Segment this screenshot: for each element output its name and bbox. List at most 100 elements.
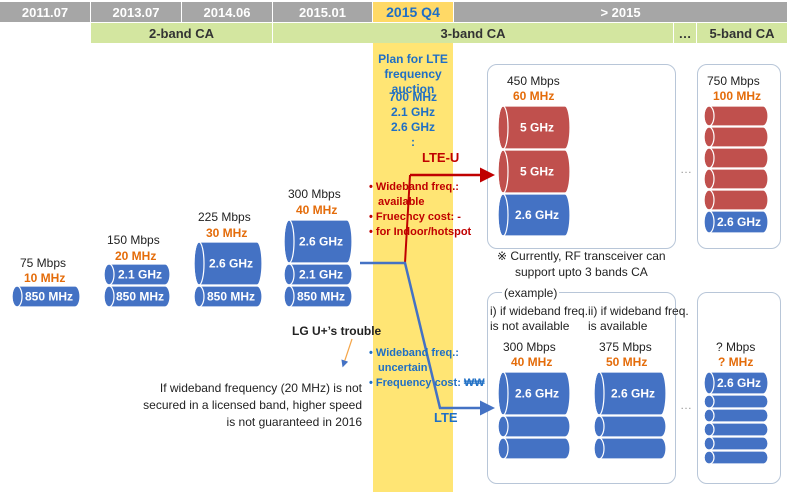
col2-mhz: 20 MHz: [115, 249, 157, 263]
case1-cyl-main: 2.6 GHz: [497, 371, 571, 416]
col4-cyl-mid-label: 2.1 GHz: [299, 268, 343, 282]
case1-speed: 300 Mbps: [503, 340, 556, 354]
upper-cyl-5ghz-2: 5 GHz: [497, 149, 571, 194]
year-2015-01: 2015.01: [273, 2, 372, 22]
col3-cyl-bottom-label: 850 MHz: [207, 290, 255, 304]
case2-speed: 375 Mbps: [599, 340, 652, 354]
upper5-mhz: 100 MHz: [713, 89, 762, 103]
example-case-1: i) if wideband freq. is not available: [490, 304, 588, 334]
plan-frequencies: 700 MHz 2.1 GHz 2.6 GHz :: [373, 90, 453, 150]
case1-cyl-3: [497, 437, 571, 460]
example-case-2: ii) if wideband freq. is available: [588, 304, 689, 334]
lower5-cyl-4: [703, 422, 769, 437]
col4-cyl-mid: 2.1 GHz: [283, 263, 353, 286]
col4-cyl-top: 2.6 GHz: [283, 219, 353, 264]
band-2ca: 2-band CA: [91, 23, 272, 43]
case1-line1: i) if wideband freq.: [490, 304, 589, 318]
lower5-mhz: ? MHz: [718, 355, 754, 369]
red-bullet-1: • Wideband freq.:: [369, 181, 459, 193]
upper5-cyl-3: [703, 147, 769, 169]
plan-title: Plan for LTE frequency auction: [373, 52, 453, 97]
rf-note-1: ※ Currently, RF transceiver can: [497, 249, 666, 263]
band-3ca: 3-band CA: [273, 23, 673, 43]
upper5-cyl-26: 2.6 GHz: [703, 210, 769, 234]
upper5-speed: 750 Mbps: [707, 74, 760, 88]
plan-f2: 2.1 GHz: [390, 105, 435, 119]
upper5-cyl-4: [703, 168, 769, 190]
upper-cyl-5ghz-1: 5 GHz: [497, 105, 571, 150]
lower5-cyl-26-label: 2.6 GHz: [717, 376, 761, 390]
case2-line1: ii) if wideband freq.: [588, 304, 689, 318]
upper-speed: 450 Mbps: [507, 74, 560, 88]
rf-note-2: support upto 3 bands CA: [515, 265, 648, 279]
col1-mhz: 10 MHz: [24, 271, 66, 285]
trouble-line-3: is not guaranteed in 2016: [226, 415, 362, 429]
col1-speed: 75 Mbps: [20, 256, 67, 270]
band-dots: …: [674, 23, 696, 43]
col3-mhz: 30 MHz: [206, 226, 248, 240]
case2-cyl-main-label: 2.6 GHz: [611, 387, 655, 401]
lower5-cyl-5: [703, 436, 769, 451]
plan-f4: :: [411, 135, 415, 149]
case2-mhz: 50 MHz: [606, 355, 648, 369]
rf-note: ※ Currently, RF transceiver can support …: [497, 248, 666, 280]
plan-title-2: frequency auction: [384, 67, 442, 96]
upper-ellipsis: …: [680, 162, 692, 176]
lte-arrow: [360, 261, 495, 416]
blue-bullet-2: • Frequency cost: ₩₩: [369, 377, 485, 389]
blue-bullet-1: • Wideband freq.:: [369, 347, 459, 359]
upper5-cyl-26-label: 2.6 GHz: [717, 215, 761, 229]
case2-line2: is available: [588, 319, 648, 333]
lower5-speed: ? Mbps: [716, 340, 756, 354]
upper5-cyl-5: [703, 189, 769, 211]
blue-bullet-1b: uncertain: [378, 362, 428, 374]
year-after-2015: > 2015: [454, 2, 787, 22]
trouble-line-2: secured in a licensed band, higher speed: [143, 398, 362, 412]
lte-label: LTE: [434, 410, 458, 425]
col2-cyl-bottom: 850 MHz: [103, 285, 171, 308]
lower5-cyl-26: 2.6 GHz: [703, 371, 769, 395]
year-2014: 2014.06: [182, 2, 272, 22]
col3-cyl-bottom: 850 MHz: [193, 285, 263, 308]
year-2013: 2013.07: [91, 2, 181, 22]
red-bullet-1b: available: [378, 196, 425, 208]
upper-cyl-26-label: 2.6 GHz: [515, 208, 559, 222]
red-bullet-3: • for Indoor/hotspot: [369, 226, 472, 238]
col4-cyl-bottom-label: 850 MHz: [297, 290, 345, 304]
col4-mhz: 40 MHz: [296, 203, 338, 217]
plan-f3: 2.6 GHz: [390, 120, 435, 134]
lower5-cyl-3: [703, 408, 769, 423]
col2-cyl-top-label: 2.1 GHz: [118, 268, 162, 282]
case2-cyl-2: [593, 415, 667, 438]
col1-cyl: 850 MHz: [11, 285, 81, 308]
trouble-title: LG U+’s trouble: [292, 324, 382, 338]
col1-cyl-label: 850 MHz: [25, 290, 73, 304]
lower5-cyl-2: [703, 394, 769, 409]
case1-mhz: 40 MHz: [511, 355, 553, 369]
col4-cyl-bottom: 850 MHz: [283, 285, 353, 308]
case2-cyl-3: [593, 437, 667, 460]
case1-cyl-main-label: 2.6 GHz: [515, 387, 559, 401]
q4-highlight: [373, 43, 453, 492]
trouble-line-1: If wideband frequency (20 MHz) is not: [159, 381, 362, 395]
lteu-bullets: • Wideband freq.: available • Fruecncy c…: [369, 180, 471, 240]
band-5ca: 5-band CA: [697, 23, 787, 43]
col2-speed: 150 Mbps: [107, 233, 160, 247]
year-2011: 2011.07: [0, 2, 90, 22]
upper-cyl-5ghz-1-label: 5 GHz: [520, 121, 554, 135]
lteu-label: LTE-U: [422, 150, 460, 165]
upper-mhz: 60 MHz: [513, 89, 555, 103]
case2-cyl-main: 2.6 GHz: [593, 371, 667, 416]
trouble-pointer: [341, 338, 353, 368]
plan-f1: 700 MHz: [388, 90, 438, 104]
plan-title-1: Plan for LTE: [378, 52, 448, 66]
lower5-cyl-6: [703, 450, 769, 465]
col2-cyl-top: 2.1 GHz: [103, 263, 171, 286]
case1-cyl-2: [497, 415, 571, 438]
red-bullet-2: • Fruecncy cost: -: [369, 211, 461, 223]
year-2015-q4: 2015 Q4: [373, 2, 453, 22]
col3-cyl-top: 2.6 GHz: [193, 241, 263, 286]
col3-cyl-top-label: 2.6 GHz: [209, 257, 253, 271]
upper5-cyl-2: [703, 126, 769, 148]
